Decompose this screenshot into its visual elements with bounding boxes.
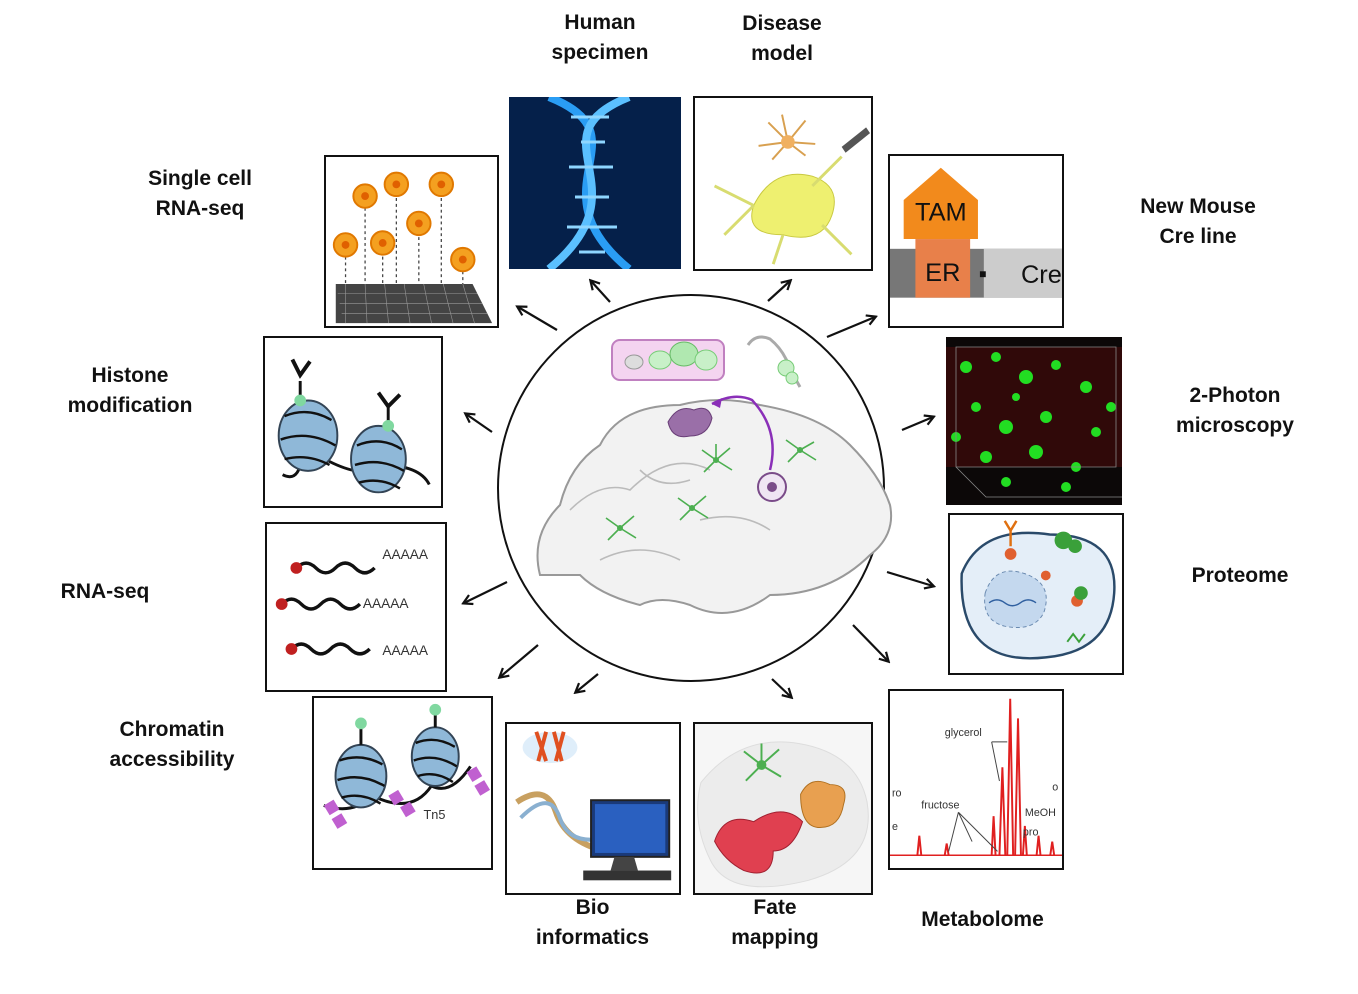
panel-proteome	[948, 513, 1124, 675]
svg-text:e: e	[892, 821, 898, 833]
panel-2-photon-microscopy	[946, 337, 1122, 505]
panel-metabolome: glycerol fructose MeOH pro ro e o	[888, 689, 1064, 870]
bioinformatics-image	[515, 731, 672, 881]
svg-text:AAAAA: AAAAA	[382, 643, 429, 658]
label-histone-modification: Histone modification	[67, 364, 193, 417]
label-disease-model: Disease model	[742, 12, 822, 65]
arrow-human	[591, 281, 611, 303]
svg-text:fructose: fructose	[921, 799, 959, 811]
panel-single-cell-rna-seq	[324, 155, 499, 328]
panel-chromatin-accessibility: Tn5	[312, 696, 493, 870]
arrow-chromatin	[500, 644, 539, 677]
label-single-cell-rna-seq: Single cell RNA-seq	[148, 167, 252, 220]
arrow-new-mouse	[826, 317, 875, 339]
panel-human-specimen	[509, 97, 681, 269]
svg-text:glycerol: glycerol	[945, 727, 982, 739]
histone-image	[277, 358, 431, 494]
svg-text:AAAAA: AAAAA	[382, 547, 429, 562]
svg-text:AAAAA: AAAAA	[363, 596, 410, 611]
two-photon-image	[946, 337, 1122, 505]
label-metabolome: Metabolome	[921, 908, 1044, 931]
arrow-disease	[767, 281, 790, 302]
panel-rna-seq: AAAAA AAAAA AAAAA	[265, 522, 447, 692]
arrow-bioinformatics	[576, 673, 599, 692]
label-2-photon-microscopy: 2-Photon microscopy	[1176, 384, 1294, 437]
svg-text:pro: pro	[1023, 827, 1039, 839]
svg-text:ER: ER	[925, 259, 960, 287]
panel-bioinformatics	[505, 722, 681, 895]
neuron-image	[713, 114, 871, 265]
arrow-proteome	[886, 570, 933, 586]
arrow-single-cell	[518, 307, 558, 331]
arrow-2photon	[901, 417, 933, 432]
svg-text:ro: ro	[892, 788, 902, 800]
arrow-histone	[466, 414, 493, 433]
label-new-mouse-cre-line: New Mouse Cre line	[1140, 195, 1256, 248]
chromatin-image: Tn5	[323, 703, 491, 829]
label-human-specimen: Human specimen	[551, 11, 649, 64]
panel-disease-model	[693, 96, 873, 271]
label-rna-seq: RNA-seq	[60, 580, 150, 603]
label-proteome: Proteome	[1191, 564, 1289, 587]
arrow-metabolome	[852, 624, 888, 661]
rna-seq-image: AAAAA AAAAA AAAAA	[275, 547, 429, 658]
label-fate-mapping: Fate mapping	[731, 896, 819, 949]
panel-new-mouse-cre-line: TAM ER Cre-	[888, 154, 1064, 328]
single-cell-image	[332, 171, 493, 324]
dna-helix-image	[509, 97, 681, 269]
proteome-cell-image	[960, 520, 1116, 660]
arrow-rna-seq	[464, 581, 508, 603]
panel-histone-modification	[263, 336, 443, 508]
fate-mapping-image	[695, 724, 871, 893]
svg-text:Tn5: Tn5	[424, 808, 446, 822]
svg-text:o: o	[1052, 782, 1058, 794]
svg-text:TAM: TAM	[915, 198, 967, 226]
cre-construct-image: TAM ER Cre-	[890, 167, 1062, 298]
panel-fate-mapping	[693, 722, 873, 895]
arrow-fate	[771, 678, 791, 697]
label-bioinformatics: Bio informatics	[535, 896, 650, 949]
svg-text:Cre-: Cre-	[1021, 261, 1062, 289]
svg-text:MeOH: MeOH	[1025, 807, 1056, 819]
metabolome-spectrum-image: glycerol fructose MeOH pro ro e o	[890, 698, 1062, 857]
label-chromatin-accessibility: Chromatin accessibility	[109, 718, 235, 771]
